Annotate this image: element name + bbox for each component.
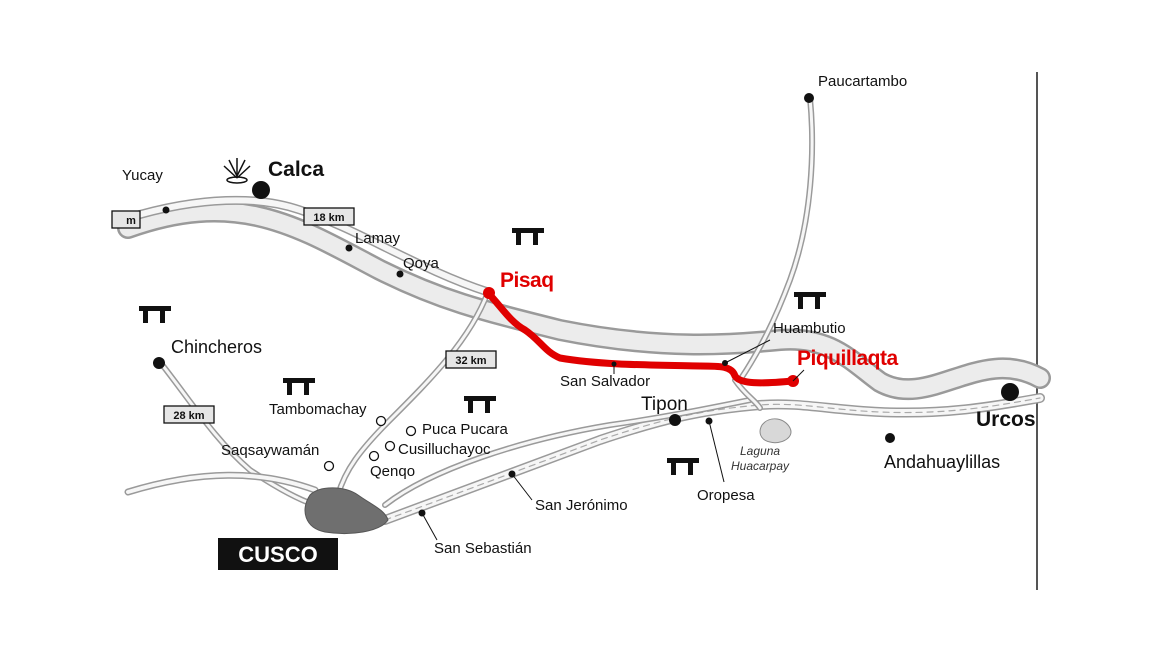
label-huacarpay: Huacarpay [731,459,790,473]
label-qenqo: Qenqo [370,463,415,480]
pisaq-cusco-road [336,290,490,497]
label-cusilluchayoc: Cusilluchayoc [398,441,491,458]
ruins-icon [464,396,496,413]
label-yucay: Yucay [122,167,163,184]
distance-boxes: 18 km 32 km 28 km m [111,207,497,424]
distance-32km: 32 km [445,350,497,369]
label-paucartambo: Paucartambo [818,73,907,90]
urcos-marker [1001,383,1019,401]
leader-lines [421,339,805,541]
svg-text:28 km: 28 km [173,410,204,422]
label-andahuaylillas: Andahuaylillas [884,452,1000,472]
distance-left-partial: m [111,210,141,229]
label-piquillaqta: Piquillaqta [797,347,899,370]
svg-text:18 km: 18 km [313,212,344,224]
puca-pucara-marker [405,425,417,437]
highlighted-route [484,289,797,387]
cusco-label: CUSCO [218,538,338,570]
west-road [126,473,317,494]
svg-text:32 km: 32 km [455,355,486,367]
chincheros-road [158,360,317,507]
laguna-huacarpay-shape [759,418,792,444]
label-san-sebastian: San Sebastián [434,540,532,557]
label-tipon: Tipon [641,394,688,415]
paucartambo-road [738,96,814,382]
chincheros-marker [153,357,165,369]
label-san-salvador: San Salvador [560,373,650,390]
place-markers [153,93,1019,517]
label-lamay: Lamay [355,230,401,247]
ruins-icon [283,378,315,395]
label-tambomachay: Tambomachay [269,401,367,418]
ruins-icon [667,458,699,475]
paucartambo-marker [804,93,814,103]
cusco-tipon-road [383,398,752,507]
cusco-city-area [304,487,389,534]
distance-18km: 18 km [303,207,355,226]
label-calca: Calca [268,158,324,181]
qenqo-marker [368,450,380,462]
south-road-dash [384,397,1041,521]
yucay-marker [162,206,170,214]
label-saqsaywaman: Saqsaywamán [221,442,319,459]
saqsaywaman-marker [323,460,335,472]
label-pisaq: Pisaq [500,269,554,292]
label-qoya: Qoya [403,255,440,272]
svg-text:m: m [126,215,136,227]
label-san-jeronimo: San Jerónimo [535,497,628,514]
tambomachay-marker [375,415,387,427]
tipon-marker [669,414,681,426]
valley-road [119,202,1049,398]
ruins-icons [139,228,826,475]
label-puca-pucara: Puca Pucara [422,421,509,438]
pisaq-route-dot [483,287,495,299]
ruins-icon [794,292,826,309]
roads [117,95,1051,525]
andahuaylillas-marker [885,433,895,443]
archaeological-markers [323,415,417,472]
label-laguna: Laguna [740,444,780,458]
label-huambutio: Huambutio [773,320,846,337]
label-urcos: Urcos [976,408,1036,431]
place-labels: Paucartambo Yucay Calca Lamay Qoya Pisaq… [122,73,1036,557]
calca-marker [252,181,270,199]
ruins-icon [139,306,171,323]
lamay-marker [345,244,353,252]
qoya-marker [396,270,404,278]
label-chincheros: Chincheros [171,337,262,357]
ruins-icon [512,228,544,245]
svg-text:CUSCO: CUSCO [238,542,317,567]
label-oropesa: Oropesa [697,487,755,504]
plant-icon [223,158,251,184]
north-road [125,197,491,295]
huambutio-connector [733,378,762,410]
distance-28km: 28 km [163,405,215,424]
cusillucha-marker [384,440,396,452]
